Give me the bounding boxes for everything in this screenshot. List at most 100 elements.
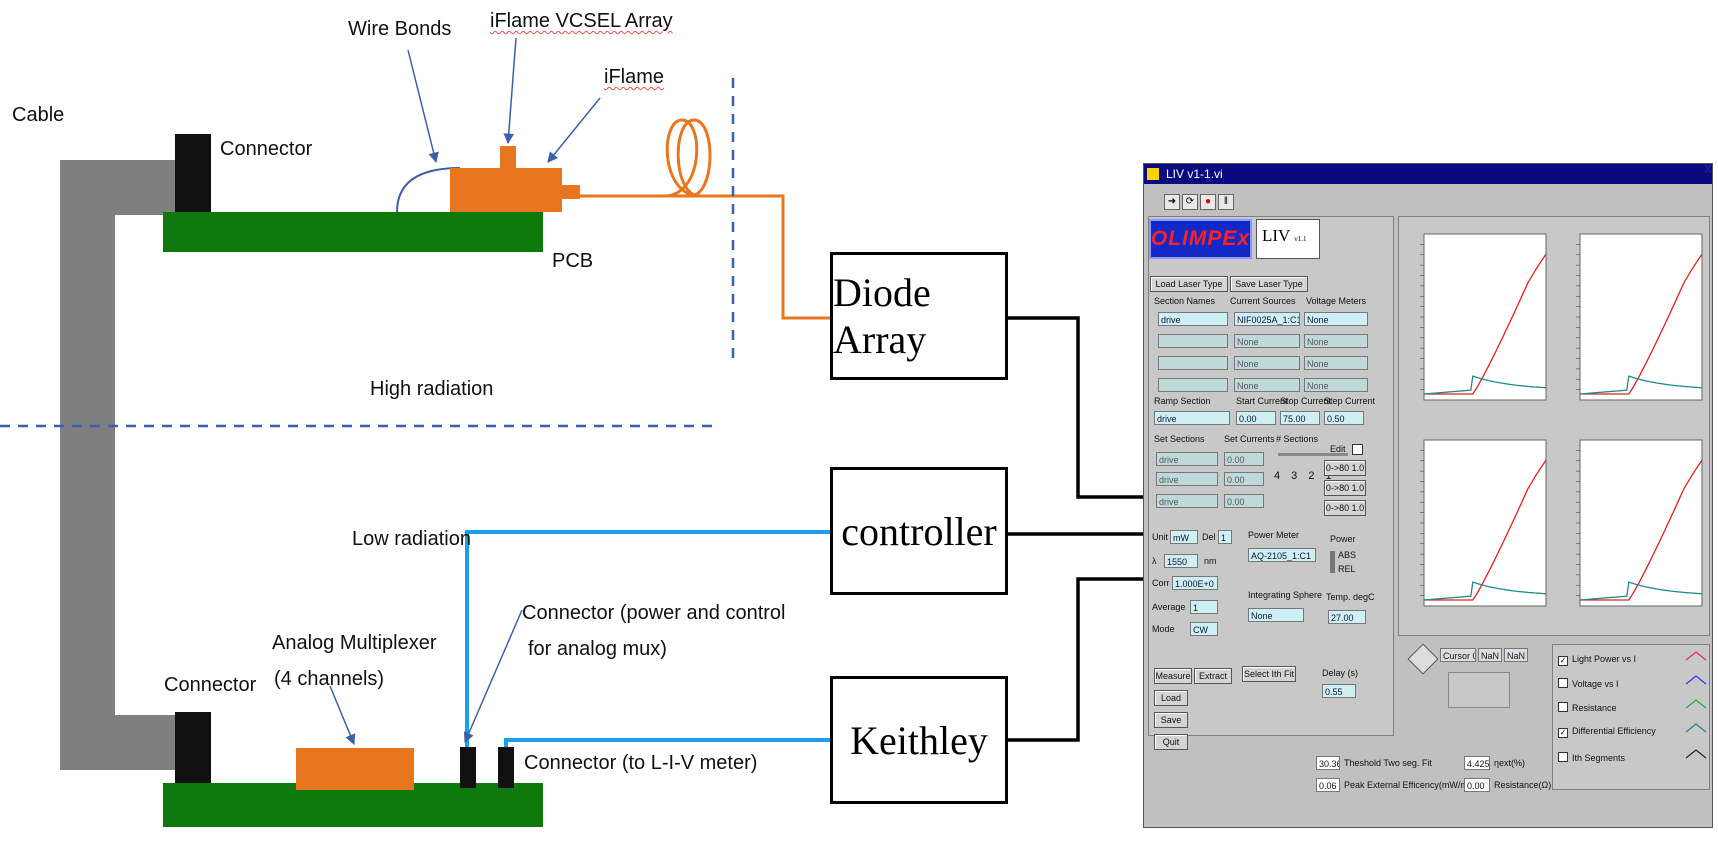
set-sections-label: Set Sections: [1154, 434, 1205, 444]
set-current-field[interactable]: 0.00: [1224, 472, 1264, 486]
window-title: LIV v1-1.vi: [1144, 164, 1712, 184]
analog-mux: [296, 748, 414, 790]
current-source-field[interactable]: NIF0025A_1:C1: [1234, 312, 1300, 326]
plot-area: [1423, 439, 1547, 607]
light-power-curve: [1424, 459, 1547, 601]
wire-bond: [396, 167, 461, 213]
cursor-name-field[interactable]: Cursor 0: [1440, 648, 1476, 662]
current-source-field[interactable]: None: [1234, 356, 1300, 370]
del-field[interactable]: 1: [1218, 530, 1232, 544]
edit-label: Edit: [1330, 444, 1346, 454]
load-laser-type-button[interactable]: Load Laser Type: [1150, 276, 1228, 292]
abs-label: ABS: [1338, 550, 1357, 560]
power-meter-field[interactable]: AQ-2105_1:C1: [1248, 548, 1316, 562]
preset-button[interactable]: 0->80 1.0: [1324, 480, 1366, 496]
col-voltage-meters: Voltage Meters: [1306, 296, 1367, 306]
current-source-field[interactable]: None: [1234, 334, 1300, 348]
save-laser-type-button[interactable]: Save Laser Type: [1230, 276, 1308, 292]
integrating-sphere-field[interactable]: None: [1248, 608, 1304, 622]
section-name-field[interactable]: drive: [1158, 312, 1228, 326]
plot-area: [1579, 233, 1703, 401]
save-button[interactable]: Save: [1154, 712, 1188, 728]
edit-checkbox[interactable]: [1352, 444, 1363, 455]
legend-voltage[interactable]: Voltage vs I: [1558, 678, 1619, 689]
close-icon[interactable]: x: [1704, 160, 1713, 177]
current-source-field[interactable]: None: [1234, 378, 1300, 392]
connector-bottom: [175, 712, 211, 783]
connector-liv-label: Connector (to L-I-V meter): [524, 752, 758, 774]
mode-field[interactable]: CW: [1190, 622, 1218, 636]
quit-button[interactable]: Quit: [1154, 734, 1188, 750]
measure-button[interactable]: Measure: [1154, 668, 1192, 684]
load-button[interactable]: Load: [1154, 690, 1188, 706]
stop-current-field[interactable]: 75.00: [1280, 411, 1320, 425]
liv-label-box: LIV v1.1: [1256, 219, 1320, 259]
power-toggle[interactable]: [1330, 551, 1335, 573]
legend-diff-efficiency[interactable]: ✓Differential Efficiency: [1558, 726, 1656, 738]
preset-button[interactable]: 0->80 1.0: [1324, 500, 1366, 516]
cursor-pad-icon[interactable]: [1407, 643, 1439, 675]
power-label: Power: [1330, 534, 1356, 544]
voltage-meter-field[interactable]: None: [1304, 378, 1368, 392]
lambda-field[interactable]: 1550: [1164, 554, 1198, 568]
extract-button[interactable]: Extract: [1194, 668, 1232, 684]
voltage-meter-field[interactable]: None: [1304, 356, 1368, 370]
average-field[interactable]: 1: [1190, 600, 1218, 614]
connector-power-label: Connector (power and control: [522, 602, 786, 624]
resistance-label: Resistance(Ω): [1494, 780, 1552, 790]
vcsel-array: [500, 146, 516, 168]
legend-swatches: [1685, 651, 1707, 759]
temp-field[interactable]: 27.00: [1328, 610, 1366, 624]
pcb-label: PCB: [552, 250, 594, 272]
abort-icon[interactable]: ●: [1200, 194, 1216, 210]
link-keithley: [1006, 577, 1155, 742]
wire-bonds-label: Wire Bonds: [348, 18, 452, 40]
start-current-label: Start Current: [1236, 396, 1288, 406]
liv-plot: [1420, 233, 1547, 401]
delay-field[interactable]: 0.55: [1322, 684, 1356, 698]
efficiency-curve: [1579, 375, 1703, 395]
run-continuous-icon[interactable]: ⟳: [1182, 194, 1198, 210]
voltage-meter-field[interactable]: None: [1304, 312, 1368, 326]
corr-field[interactable]: 1.000E+0: [1172, 576, 1218, 590]
link-diode: [1006, 316, 1155, 499]
cursor-x-field[interactable]: NaN: [1478, 648, 1502, 662]
set-section-field[interactable]: drive: [1156, 494, 1218, 508]
connector-mux: [460, 747, 476, 788]
legend-ith-segments[interactable]: Ith Segments: [1558, 752, 1625, 763]
plot-legend: [1552, 644, 1710, 790]
graph-tools-icon[interactable]: [1448, 672, 1510, 708]
efficiency-curve: [1579, 581, 1703, 601]
sections-slider[interactable]: [1278, 453, 1348, 456]
set-current-field[interactable]: 0.00: [1224, 452, 1264, 466]
diode-array-box: Diode Array: [830, 252, 1008, 380]
olimpex-logo: OLIMPEx: [1149, 219, 1252, 259]
voltage-meter-field[interactable]: None: [1304, 334, 1368, 348]
toolbar: ➜ ⟳ ● ‖: [1164, 194, 1234, 210]
peak-efficiency-label: Peak External Efficency(mW/mA): [1344, 780, 1477, 790]
legend-light-power[interactable]: ✓Light Power vs I: [1558, 654, 1637, 666]
low-radiation-label: Low radiation: [352, 528, 471, 550]
preset-button[interactable]: 0->80 1.0: [1324, 460, 1366, 476]
ramp-section-field[interactable]: drive: [1154, 411, 1230, 425]
legend-resistance[interactable]: Resistance: [1558, 702, 1617, 713]
step-current-field[interactable]: 0.50: [1324, 411, 1364, 425]
pause-icon[interactable]: ‖: [1218, 194, 1234, 210]
section-name-field[interactable]: [1158, 334, 1228, 348]
start-current-field[interactable]: 0.00: [1236, 411, 1276, 425]
section-name-field[interactable]: [1158, 378, 1228, 392]
unit-field[interactable]: mW: [1170, 530, 1198, 544]
efficiency-curve: [1423, 375, 1547, 395]
cursor-y-field[interactable]: NaN: [1504, 648, 1528, 662]
liv-plot: [1576, 233, 1703, 401]
liv-cable: [504, 738, 832, 747]
set-current-field[interactable]: 0.00: [1224, 494, 1264, 508]
section-name-field[interactable]: [1158, 356, 1228, 370]
fiber: [580, 118, 832, 320]
set-section-field[interactable]: drive: [1156, 472, 1218, 486]
select-ith-fit-button[interactable]: Select Ith Fit: [1242, 666, 1296, 682]
resistance-field: 0.00: [1464, 778, 1490, 792]
set-section-field[interactable]: drive: [1156, 452, 1218, 466]
plot-area: [1423, 233, 1547, 401]
run-arrow-icon[interactable]: ➜: [1164, 194, 1180, 210]
